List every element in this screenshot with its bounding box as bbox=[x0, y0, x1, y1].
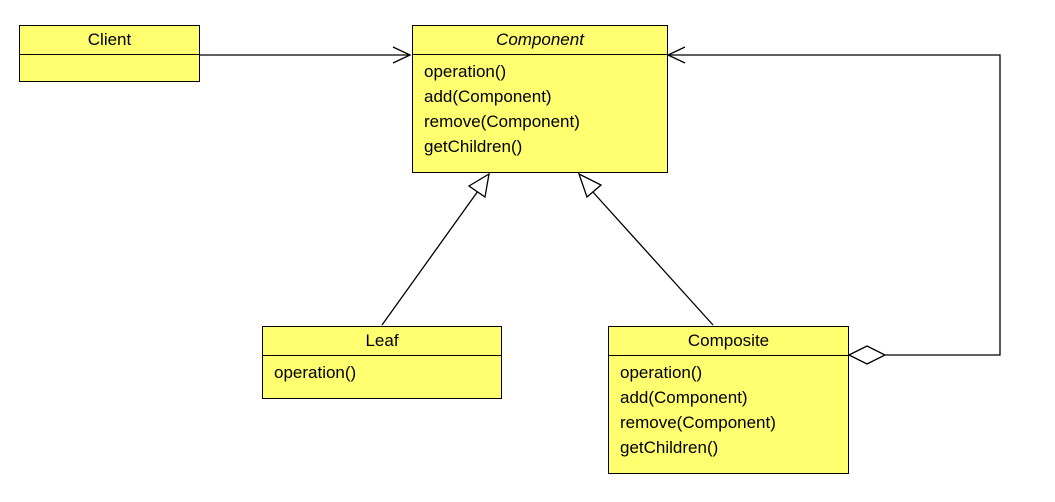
operation-item: operation() bbox=[620, 363, 703, 382]
class-client-operations bbox=[20, 55, 199, 81]
aggregation-composite-component bbox=[666, 46, 1001, 365]
operation-item: operation() bbox=[424, 62, 507, 81]
class-client-name: Client bbox=[20, 26, 199, 55]
generalization-composite-component bbox=[577, 172, 714, 326]
class-composite-operations: operation() add(Component) remove(Compon… bbox=[609, 356, 848, 460]
operation-item: remove(Component) bbox=[620, 413, 776, 432]
operation-item: getChildren() bbox=[424, 137, 523, 156]
class-leaf-name: Leaf bbox=[263, 327, 501, 356]
class-composite-name: Composite bbox=[609, 327, 848, 356]
class-leaf[interactable]: Leaf operation() bbox=[262, 326, 502, 399]
operation-item: add(Component) bbox=[620, 388, 748, 407]
class-client[interactable]: Client bbox=[19, 25, 200, 82]
operation-item: add(Component) bbox=[424, 87, 552, 106]
generalization-leaf-component bbox=[381, 172, 490, 326]
class-component-operations: operation() add(Component) remove(Compon… bbox=[413, 55, 667, 159]
operation-item: operation() bbox=[274, 363, 357, 382]
class-leaf-operations: operation() bbox=[263, 356, 501, 385]
class-component[interactable]: Component operation() add(Component) rem… bbox=[412, 25, 668, 173]
aggregation-diamond bbox=[847, 345, 887, 365]
class-component-name: Component bbox=[413, 26, 667, 55]
operation-item: remove(Component) bbox=[424, 112, 580, 131]
operation-item: getChildren() bbox=[620, 438, 719, 457]
association-client-component bbox=[200, 46, 412, 64]
class-composite[interactable]: Composite operation() add(Component) rem… bbox=[608, 326, 849, 474]
